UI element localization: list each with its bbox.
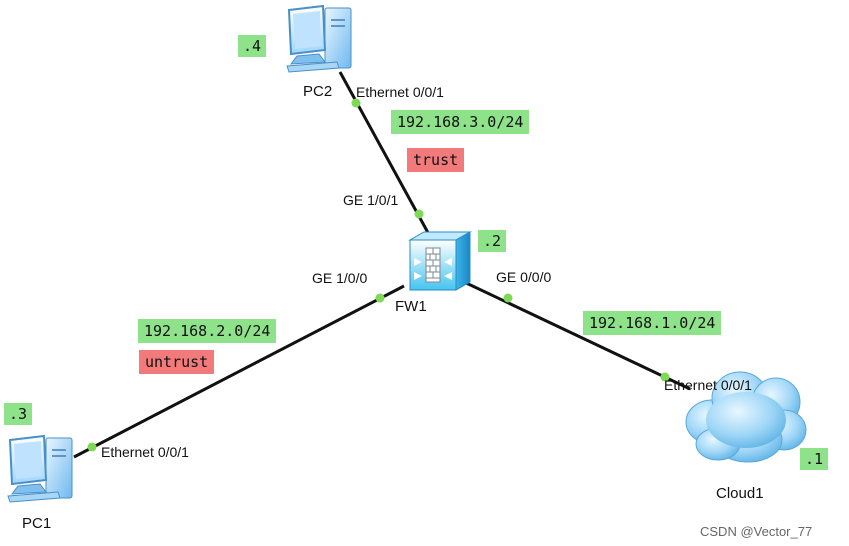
fw1-name-label: FW1 [395,298,427,315]
cloud1-name-label: Cloud1 [716,485,764,502]
trust-subnet-label: 192.168.3.0/24 [391,110,530,134]
cloud1-ip-suffix: .1 [800,448,829,470]
cloud1-cloud-icon[interactable] [678,364,814,468]
cloud-subnet-label: 192.168.1.0/24 [583,311,722,335]
link-fw1-pc1[interactable] [73,284,405,459]
pc2-port-label: Ethernet 0/0/1 [356,84,444,100]
port-dot-fw1-ge101[interactable] [414,209,424,219]
fw1-ge100-label: GE 1/0/0 [312,270,368,286]
pc1-ip-suffix: .3 [4,403,33,425]
port-dot-pc1-eth[interactable] [87,442,97,452]
fw1-ge101-label: GE 1/0/1 [343,192,399,208]
untrust-subnet-label: 192.168.2.0/24 [138,319,277,343]
port-dot-cloud1-eth[interactable] [660,372,670,382]
untrust-zone-label: untrust [139,350,215,374]
pc2-computer-icon[interactable] [279,2,367,82]
fw1-ip-suffix: .2 [478,230,507,252]
fw1-firewall-icon[interactable] [404,228,476,296]
port-dot-fw1-ge100[interactable] [375,293,385,303]
pc1-computer-icon[interactable] [0,432,88,512]
fw1-ge000-label: GE 0/0/0 [496,269,552,285]
pc1-port-label: Ethernet 0/0/1 [101,444,189,460]
cloud1-port-label: Ethernet 0/0/1 [664,377,752,393]
port-dot-pc2-eth[interactable] [351,98,361,108]
link-fw1-cloud1[interactable] [461,279,691,391]
pc1-name-label: PC1 [22,515,52,532]
pc2-name-label: PC2 [303,83,333,100]
pc2-ip-suffix: .4 [238,35,267,57]
trust-zone-label: trust [407,148,465,172]
csdn-watermark: CSDN @Vector_77 [700,524,813,539]
port-dot-fw1-ge000[interactable] [503,293,513,303]
